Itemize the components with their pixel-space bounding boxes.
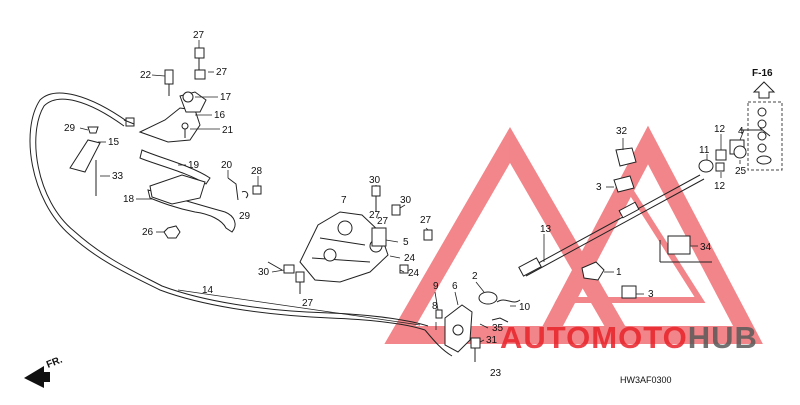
direction-label: FR. [45,354,64,370]
callout-27d: 27 [420,215,432,226]
figure-code: HW3AF0300 [620,375,672,385]
callout-17: 17 [220,92,232,103]
callout-labels: 27 27 22 17 16 21 29 15 19 20 28 33 18 2… [64,30,747,379]
parking-cable-assembly [518,127,771,299]
callout-22: 22 [140,70,152,81]
callout-18: 18 [123,194,135,205]
callout-27f: 27 [302,298,314,309]
watermark-brand: AUTOMOTOHUB [500,320,758,355]
callout-23: 23 [490,368,502,379]
rear-brake-cable [29,92,426,331]
watermark-logo [384,125,763,344]
rear-brake-cable-outer [35,98,429,327]
callout-30a: 30 [369,175,381,186]
callout-3b: 3 [648,289,654,300]
callout-14: 14 [202,285,214,296]
callout-6: 6 [452,281,458,292]
callout-1: 1 [616,267,622,278]
callout-4: 4 [738,126,744,137]
callout-27b: 27 [216,67,228,78]
section-code: F-16 [752,68,773,79]
callout-12a: 12 [714,124,726,135]
callout-10: 10 [519,302,531,313]
callout-33: 33 [112,171,124,182]
callout-27e: 27 [377,216,389,227]
brake-caliper [435,291,521,362]
callout-27c: 27 [369,210,381,221]
callout-26: 26 [142,227,154,238]
leader-lines [79,40,745,343]
callout-9: 9 [433,281,439,292]
callout-19: 19 [188,160,200,171]
callout-15: 15 [108,137,120,148]
callout-34: 34 [700,242,712,253]
callout-5: 5 [403,237,409,248]
caliper-bracket [267,185,433,294]
callout-35: 35 [492,323,504,334]
callout-3a: 3 [596,182,602,193]
callout-32: 32 [616,126,628,137]
up-arrow-icon [752,81,776,99]
callout-21: 21 [222,125,234,136]
section-reference: F-16 [747,68,783,171]
callout-30b: 30 [400,195,412,206]
callout-31: 31 [486,335,498,346]
callout-16: 16 [214,110,226,121]
callout-2: 2 [472,271,478,282]
callout-24a: 24 [404,253,416,264]
arrow-front-icon [24,366,50,388]
callout-12b: 12 [714,181,726,192]
callout-25: 25 [735,166,747,177]
callout-24b: 24 [408,268,420,279]
front-direction-indicator: FR. [24,354,64,388]
callout-28: 28 [251,166,263,177]
callout-20: 20 [221,160,233,171]
callout-11: 11 [699,145,710,156]
cable-to-caliper [424,329,453,357]
callout-30c: 30 [258,267,270,278]
callout-13: 13 [540,224,552,235]
callout-29a: 29 [64,123,76,134]
callout-27a: 27 [193,30,205,41]
callout-29b: 29 [239,211,251,222]
callout-7: 7 [341,195,347,206]
watermark-text: AUTOMOTOHUB [500,320,758,355]
pedal-assembly [69,47,262,239]
callout-8: 8 [432,301,438,312]
